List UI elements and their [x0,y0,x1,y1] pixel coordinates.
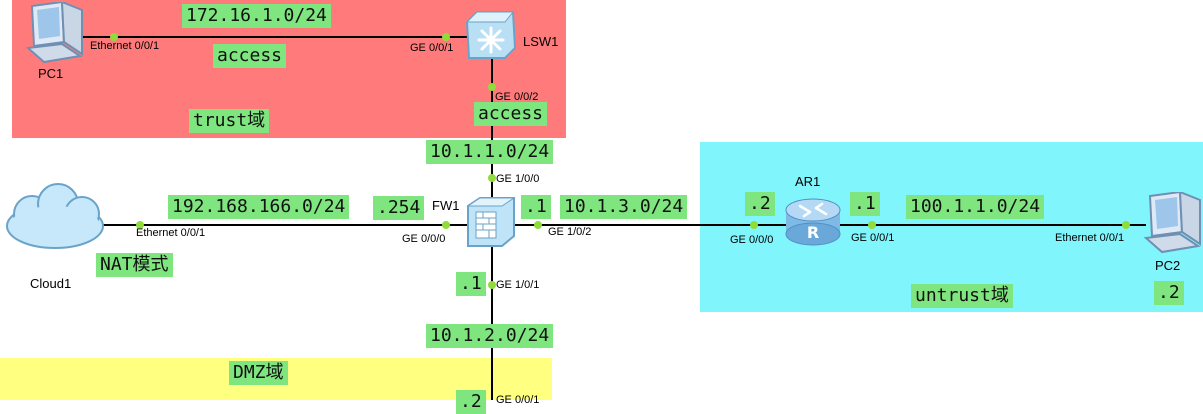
svg-text:R: R [807,223,819,242]
ip-fw-1-right: .1 [521,195,551,219]
ar1-router-icon[interactable]: R [782,194,844,248]
port-ar1-ge000: GE 0/0/0 [730,234,774,246]
port-dot-fw1-ge101 [488,281,496,289]
port-dot-fw1-ge000 [442,221,450,229]
port-fw1-ge101: GE 1/0/1 [496,279,540,291]
ip-fw-1-down: .1 [456,272,486,296]
port-pc1-eth: Ethernet 0/0/1 [90,40,160,52]
lsw1-label: LSW1 [523,34,559,49]
pc2-label: PC2 [1155,258,1181,273]
access-label-1: access [213,44,287,68]
ip-ar-1: .1 [850,192,880,216]
port-lsw1-ge002: GE 0/0/2 [495,91,539,103]
ip-dmz-2: .2 [456,390,486,414]
port-pc2-eth: Ethernet 0/0/1 [1055,232,1125,244]
net-label-cloud: 192.168.166.0/24 [168,195,350,219]
ip-fw-254: .254 [373,196,425,220]
port-fw1-ge000: GE 0/0/0 [402,233,446,245]
ip-ar-2: .2 [745,192,775,216]
port-dot-fw1-ge102 [534,221,542,229]
net-label-dmz: 10.1.2.0/24 [426,324,554,348]
port-lsw1-ge001: GE 0/0/1 [410,42,454,54]
net-label-ar-pc2: 100.1.1.0/24 [906,195,1045,219]
fw1-label: FW1 [432,198,460,213]
ar1-label: AR1 [795,174,821,189]
port-dot-ar1-ge000 [750,221,758,229]
nat-mode-label: NAT模式 [96,253,173,277]
trust-zone-label: trust域 [189,109,270,133]
net-label-fw-ar: 10.1.3.0/24 [560,195,688,219]
dmz-zone-label: DMZ域 [229,361,288,385]
access-label-2: access [474,102,548,126]
pc1-computer-icon[interactable] [22,0,86,64]
port-dot-lsw1-ge002 [488,83,496,91]
cloud1-label: Cloud1 [30,276,72,291]
port-dot-pc1 [110,33,118,41]
port-fw1-ge102: GE 1/0/2 [548,226,592,238]
cloud1-cloud-icon[interactable] [2,180,108,252]
port-dot-fw1-ge100 [488,174,496,182]
lsw1-switch-icon[interactable] [463,10,519,60]
net-label-lsw-fw: 10.1.1.0/24 [426,140,554,164]
port-dmz-ge001: GE 0/0/1 [496,394,540,406]
port-fw1-ge100: GE 1/0/0 [496,173,540,185]
untrust-zone-label: untrust域 [911,284,1013,308]
wires [70,33,1146,400]
port-dot-ar1-ge001 [868,221,876,229]
port-dot-lsw1-ge001 [442,33,450,41]
ip-pc2-2: .2 [1154,281,1184,305]
port-dot-pc2 [1122,221,1130,229]
pc2-computer-icon[interactable] [1140,190,1203,254]
fw1-firewall-icon[interactable] [466,196,518,248]
port-cloud-eth: Ethernet 0/0/1 [136,227,206,239]
net-label-pc1: 172.16.1.0/24 [182,4,331,28]
pc1-label: PC1 [38,66,64,81]
port-ar1-ge001: GE 0/0/1 [851,232,895,244]
port-dot-cloud [136,221,144,229]
untrust-zone [700,142,1203,312]
